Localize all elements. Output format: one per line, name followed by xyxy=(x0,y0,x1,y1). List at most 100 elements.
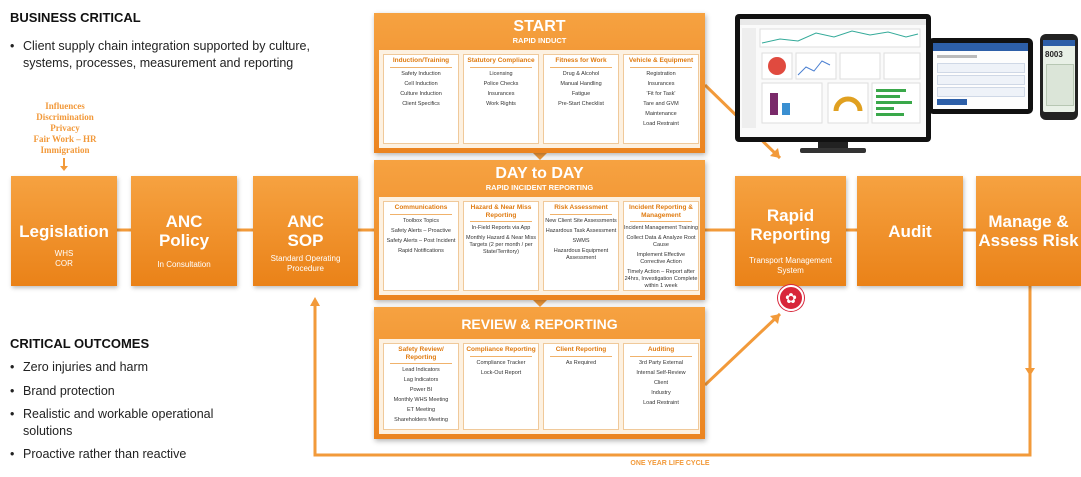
column-item: Monthly Hazard & Near Miss Targets (2 pe… xyxy=(466,235,536,255)
column-item: Safety Alerts – Post Incident xyxy=(386,237,456,244)
column-item: SWMS xyxy=(572,237,590,244)
influence-item: Influences xyxy=(45,101,85,111)
review-column: Safety Review/ Reporting Lead Indicators… xyxy=(383,343,459,430)
column-heading: Fitness for Work xyxy=(555,57,607,64)
rapid-reporting-title: Rapid Reporting xyxy=(750,206,831,244)
column-item: Manual Handling xyxy=(560,80,602,87)
audit-title: Audit xyxy=(888,222,932,241)
column-item: Licensing xyxy=(489,70,513,77)
rapid-reporting-sub: Transport Management System xyxy=(749,256,832,275)
start-title: START xyxy=(513,18,566,35)
column-item: Implement Effective Corrective Action xyxy=(636,252,686,265)
phone-device: 8003 xyxy=(1040,34,1078,120)
influence-arrow xyxy=(63,158,65,168)
column-item: Toolbox Topics xyxy=(403,217,439,224)
policy-title: ANC Policy xyxy=(158,212,210,250)
outcome-bullet: Brand protection xyxy=(10,383,240,400)
brain-icon: ✿ xyxy=(778,285,804,311)
legislation-box[interactable]: Legislation WHS COR xyxy=(11,176,117,286)
review-column: Client Reporting As Required xyxy=(543,343,619,430)
phone-screen: 8003 xyxy=(1043,40,1075,112)
monitor-stand xyxy=(818,142,848,150)
arrow-head xyxy=(1025,368,1035,376)
column-item: Rapid Notifications xyxy=(398,247,444,254)
day-to-day-column: Incident Reporting & Management Incident… xyxy=(623,201,699,291)
monitor-device xyxy=(735,14,931,142)
column-heading: Hazard & Near Miss Reporting xyxy=(470,204,532,219)
rapid-reporting-box[interactable]: Rapid Reporting Transport Management Sys… xyxy=(735,176,846,286)
day-to-day-column: Hazard & Near Miss Reporting In-Field Re… xyxy=(463,201,539,291)
column-item: Monthly WHS Meeting xyxy=(393,397,449,403)
critical-outcomes-list: Zero injuries and harm Brand protection … xyxy=(10,359,240,463)
column-item: Compliance Tracker xyxy=(476,359,526,366)
column-item: Safety Induction xyxy=(401,70,441,77)
column-item: Timely Action – Report after 24hrs, Inve… xyxy=(624,269,698,289)
legislation-title: Legislation xyxy=(19,222,109,241)
phone-reading: 8003 xyxy=(1045,50,1063,59)
day-to-day-columns: Communications Toolbox Topics Safety Ale… xyxy=(379,197,700,295)
legislation-sub: WHS COR xyxy=(54,249,74,268)
column-heading: Client Reporting xyxy=(555,346,607,353)
dashboard-graphics xyxy=(740,19,926,128)
column-heading: Communications xyxy=(394,204,448,211)
column-item: ET Meeting xyxy=(406,407,436,413)
column-item: Police Checks xyxy=(483,80,519,87)
column-item: Load Restraint xyxy=(643,120,679,127)
monitor-base xyxy=(800,148,866,153)
start-column: Statutory Compliance Licensing Police Ch… xyxy=(463,54,539,144)
column-item: Load Restraint xyxy=(643,399,679,406)
column-item: Culture Induction xyxy=(400,90,442,97)
column-heading: Vehicle & Equipment xyxy=(628,57,694,64)
review-column: Auditing 3rd Party External Internal Sel… xyxy=(623,343,699,430)
column-item: 'Fit for Task' xyxy=(646,90,676,97)
column-item: Safety Alerts – Proactive xyxy=(391,227,451,234)
policy-box[interactable]: ANC Policy In Consultation xyxy=(131,176,237,286)
column-item: Internal Self-Review xyxy=(636,369,686,376)
start-subtitle: RAPID INDUCT xyxy=(512,36,567,45)
column-item: Power BI xyxy=(409,387,433,393)
manage-risk-box[interactable]: Manage & Assess Risk xyxy=(976,176,1081,286)
column-item: Hazardous Task Assessment xyxy=(545,227,617,234)
outcome-bullet: Zero injuries and harm xyxy=(10,359,240,376)
policy-sub: In Consultation xyxy=(157,260,211,269)
column-item: Insurances xyxy=(487,90,515,97)
start-columns: Induction/Training Safety Induction Cell… xyxy=(379,50,700,148)
arrow-head xyxy=(533,153,547,160)
sop-box[interactable]: ANC SOP Standard Operating Procedure xyxy=(253,176,358,286)
outcome-bullet: Proactive rather than reactive xyxy=(10,446,240,463)
influences-list: Influences Discrimination Privacy Fair W… xyxy=(20,101,110,156)
day-to-day-column: Communications Toolbox Topics Safety Ale… xyxy=(383,201,459,291)
arrow-head xyxy=(770,314,780,324)
column-item: In-Field Reports via App xyxy=(471,225,531,231)
tablet-screen xyxy=(933,43,1028,109)
column-heading: Auditing xyxy=(647,346,675,353)
review-title: REVIEW & REPORTING xyxy=(461,316,618,332)
start-column: Vehicle & Equipment Registration Insuran… xyxy=(623,54,699,144)
column-heading: Incident Reporting & Management xyxy=(629,204,693,219)
business-critical-title: BUSINESS CRITICAL xyxy=(10,10,141,25)
column-item: Pre-Start Checklist xyxy=(558,100,604,107)
column-item: Shareholders Meeting xyxy=(394,417,448,423)
sop-title: ANC SOP xyxy=(287,212,324,250)
critical-outcomes-title: CRITICAL OUTCOMES xyxy=(10,336,150,351)
influence-item: Immigration xyxy=(40,145,90,155)
column-item: Maintenance xyxy=(645,110,677,117)
day-to-day-title: DAY to DAY xyxy=(495,165,584,182)
tablet-header xyxy=(933,43,1028,51)
arrow-head xyxy=(533,300,547,307)
column-item: 3rd Party External xyxy=(638,359,684,366)
day-to-day-subtitle: RAPID INCIDENT REPORTING xyxy=(485,183,594,192)
column-heading: Compliance Reporting xyxy=(466,346,536,353)
column-item: New Client Site Assessments xyxy=(545,217,617,224)
review-columns: Safety Review/ Reporting Lead Indicators… xyxy=(379,339,700,434)
column-item: Lead Indicators xyxy=(402,367,440,373)
column-item: Cell Induction xyxy=(404,80,438,87)
day-to-day-panel: DAY to DAY RAPID INCIDENT REPORTING Comm… xyxy=(374,160,705,300)
column-heading: Risk Assessment xyxy=(554,204,608,211)
arrow-head xyxy=(310,297,320,306)
column-item: As Required xyxy=(565,359,597,366)
column-item: Incident Management Training xyxy=(624,225,698,231)
audit-box[interactable]: Audit xyxy=(857,176,963,286)
tablet-device xyxy=(928,38,1033,114)
